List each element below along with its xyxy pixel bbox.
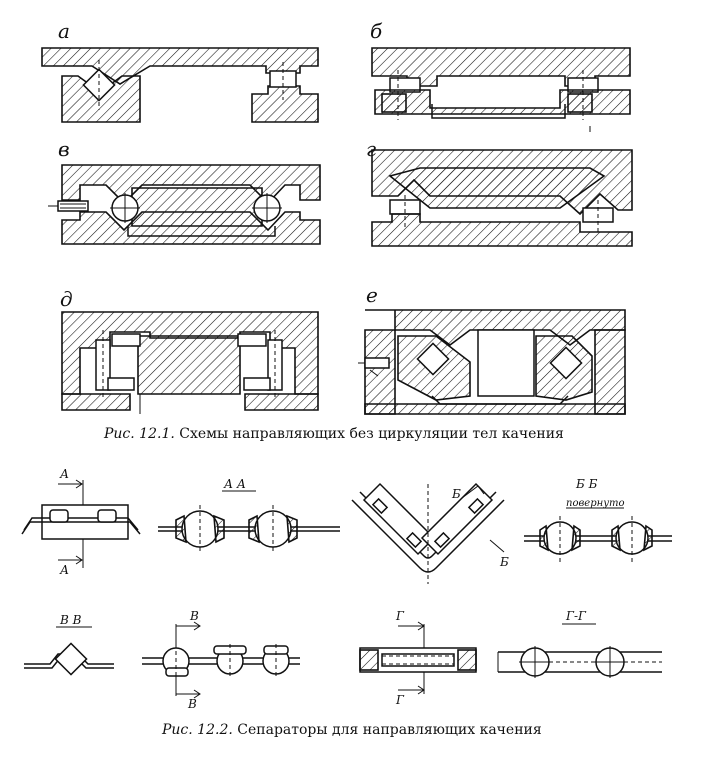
scheme-a: а: [41, 19, 319, 123]
scheme-a-label: а: [58, 19, 70, 43]
mark-b-top: Б: [451, 487, 461, 501]
scheme-g: г: [366, 137, 633, 247]
cage-a-front: А А: [21, 467, 141, 577]
scheme-d: д: [60, 287, 319, 414]
rotated-note: повернуто: [566, 498, 625, 509]
scheme-b: б: [370, 19, 631, 132]
figure-12-1-text: Схемы направляющих без циркуляции тел ка…: [179, 426, 564, 442]
scheme-e: е: [358, 283, 626, 415]
figure-12-2-caption: Рис. 12.2. Сепараторы для направляющих к…: [162, 722, 542, 738]
scheme-v-label: в: [58, 137, 70, 161]
scheme-g-label: г: [366, 137, 376, 161]
scheme-e-label: е: [366, 283, 378, 307]
figure-12-1-number: Рис. 12.1.: [104, 426, 175, 442]
mark-b-bottom: Б: [499, 555, 509, 569]
cage-g-section: Г-Г: [497, 609, 662, 678]
scheme-v: в: [48, 137, 321, 245]
figure-12-1-caption: Рис. 12.1. Схемы направляющих без циркул…: [104, 426, 564, 442]
cage-v-shape: Б Б: [351, 482, 509, 584]
section-a-a-label: А А: [223, 477, 246, 491]
cage-a-section: А А: [158, 477, 340, 553]
scheme-b-label: б: [370, 19, 383, 43]
section-v-v-label: В В: [59, 613, 82, 627]
cage-v-section: В В: [24, 613, 114, 676]
section-b-b-label: Б Б: [575, 477, 598, 491]
cage-v-plan: В В: [142, 609, 300, 711]
scheme-d-label: д: [60, 287, 73, 311]
cage-b-section: Б Б повернуто: [524, 477, 672, 562]
mark-g-top: Г: [395, 609, 405, 623]
mark-a-top: А: [59, 467, 69, 481]
cage-g-side: Г Г: [359, 609, 477, 707]
mark-g-bottom: Г: [395, 693, 405, 707]
mark-v-bottom: В: [187, 697, 197, 711]
mark-v-top: В: [189, 609, 199, 623]
figure-12-2-number: Рис. 12.2.: [162, 722, 233, 738]
mark-a-bottom: А: [59, 563, 69, 577]
section-g-g-label: Г-Г: [565, 609, 587, 623]
figure-12-2-text: Сепараторы для направляющих качения: [237, 722, 542, 738]
